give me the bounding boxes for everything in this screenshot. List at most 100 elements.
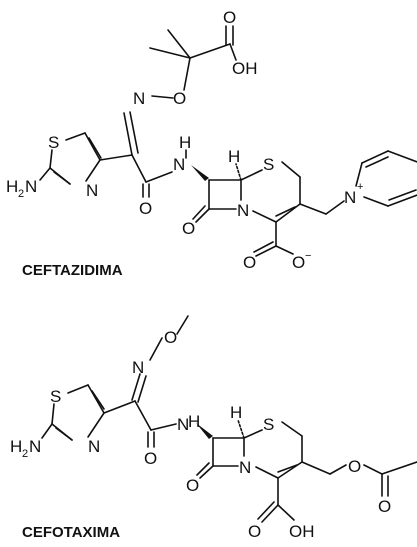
bond — [388, 189, 417, 201]
bond — [39, 167, 51, 181]
bond — [261, 504, 279, 523]
atom-label: H — [179, 133, 191, 152]
atom-label: N — [237, 201, 249, 220]
bond — [275, 203, 301, 223]
wedge-bond — [191, 165, 209, 181]
atom-label: H — [188, 412, 200, 431]
atom-label: N — [177, 415, 189, 434]
atom-label: S — [50, 387, 61, 406]
atom-label: O — [243, 253, 256, 272]
bond — [103, 400, 136, 414]
atom-label: S — [263, 155, 274, 174]
bond — [299, 203, 327, 215]
bond — [149, 47, 191, 59]
bond — [363, 464, 383, 475]
bond — [55, 427, 73, 441]
atom-label: S — [48, 133, 59, 152]
bond — [134, 400, 152, 431]
bond — [240, 169, 263, 181]
bond — [281, 161, 301, 178]
bond — [229, 43, 237, 61]
bond — [301, 461, 331, 475]
bond — [99, 154, 133, 161]
bond — [195, 208, 210, 223]
bond — [87, 384, 105, 414]
atom-label: N — [133, 89, 145, 108]
bond — [361, 150, 389, 164]
atom-label: N — [25, 177, 37, 196]
bond — [192, 205, 206, 220]
atom-label: O — [139, 199, 152, 218]
atom-label: N — [344, 188, 356, 207]
atom-subscript: 2 — [18, 188, 24, 200]
bond — [85, 159, 101, 182]
bond — [91, 390, 105, 410]
atom-label: O — [292, 253, 305, 272]
atom-label: H — [230, 403, 242, 422]
atom-label: O — [378, 497, 391, 516]
atom-label: H — [228, 147, 240, 166]
bond — [387, 194, 417, 207]
atom-label: OH — [232, 59, 258, 78]
bond — [255, 466, 279, 479]
bond — [167, 29, 191, 59]
atom-label: N — [173, 155, 185, 174]
bond — [255, 245, 277, 257]
bond — [387, 150, 417, 163]
atom-label: O — [182, 219, 195, 238]
charge-plus: + — [357, 181, 363, 193]
molecule-name: CEFOTAXIMA — [22, 524, 120, 541]
atom-label: O — [248, 522, 261, 541]
atom-label: O — [223, 8, 236, 27]
bond — [131, 154, 147, 183]
bond — [176, 315, 189, 335]
atom-label: N — [239, 458, 251, 477]
bond — [381, 461, 417, 475]
atom-label: O — [348, 457, 361, 476]
atom-label: H — [10, 437, 22, 456]
bond — [41, 423, 53, 439]
bond — [123, 112, 133, 156]
bond — [65, 132, 86, 141]
atom-label: O — [144, 449, 157, 468]
atom-label: N — [132, 358, 144, 377]
bond — [253, 241, 274, 253]
hashed-bond — [235, 163, 242, 181]
bond — [277, 504, 295, 521]
bond — [131, 373, 141, 401]
bond — [149, 337, 163, 361]
bond — [84, 132, 101, 161]
atom-subscript: 2 — [22, 448, 28, 460]
ceftazidime-structure: O OH O N S N H 2 N N H O H S N O N + O O… — [6, 8, 417, 279]
bond — [252, 210, 277, 223]
atom-label: O — [186, 476, 199, 495]
bond — [277, 461, 303, 479]
wedge-bond — [196, 423, 213, 439]
atom-label: O — [173, 89, 186, 108]
bond — [150, 423, 177, 431]
bond — [87, 412, 105, 438]
bond — [151, 95, 174, 99]
bond — [67, 384, 89, 394]
bond — [137, 375, 147, 403]
bond — [281, 421, 303, 437]
atom-label: S — [263, 415, 274, 434]
molecule-name: CEFTAZIDIMA — [22, 262, 123, 279]
bond — [363, 196, 389, 207]
atom-label: N — [86, 181, 98, 200]
bond — [88, 137, 102, 159]
bond — [275, 245, 294, 255]
bond — [49, 149, 53, 169]
bond — [145, 171, 173, 183]
bond — [129, 111, 139, 154]
bond — [275, 206, 296, 217]
bond — [277, 464, 298, 473]
bond — [257, 501, 275, 520]
bond — [329, 464, 347, 475]
atom-label: OH — [289, 522, 315, 541]
bond — [355, 162, 363, 187]
cefotaxime-structure: N O S N H 2 N N H O H S N O O O O OH CEF… — [10, 315, 417, 541]
bond — [365, 156, 389, 168]
